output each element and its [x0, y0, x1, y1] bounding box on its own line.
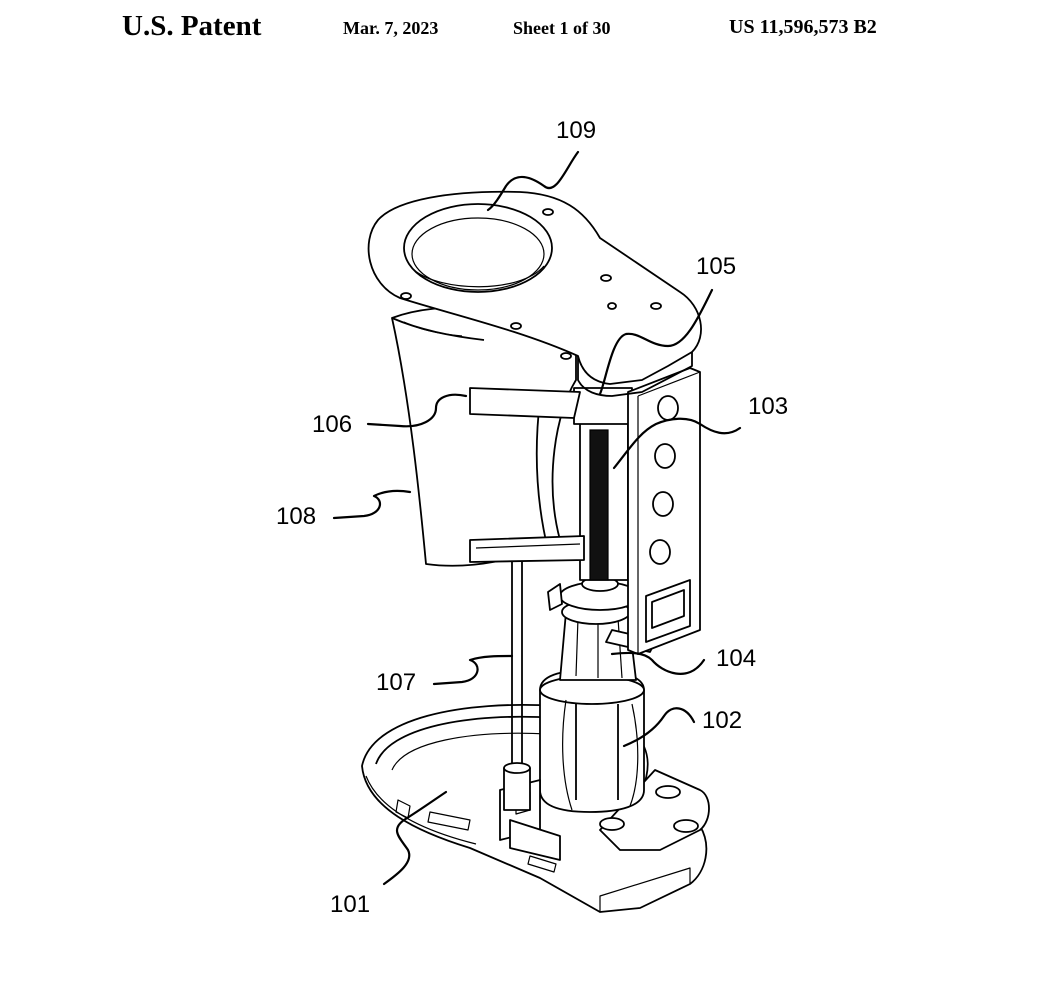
top-plate — [367, 190, 702, 397]
patent-number: US 11,596,573 B2 — [729, 16, 877, 38]
label-105: 105 — [696, 253, 736, 280]
label-103: 103 — [748, 393, 788, 420]
leader-106 — [366, 393, 468, 428]
leader-109 — [486, 150, 580, 212]
label-101: 101 — [330, 891, 370, 918]
label-102: 102 — [702, 707, 742, 734]
label-108: 108 — [276, 503, 316, 530]
leader-108 — [332, 489, 412, 520]
patent-header-title: U.S. Patent — [122, 10, 262, 42]
leader-105 — [598, 288, 714, 396]
leader-107 — [432, 654, 514, 686]
reference-labels: 109 105 103 106 108 104 102 107 101 — [276, 117, 788, 918]
lead-screw — [573, 387, 633, 581]
label-104: 104 — [716, 645, 756, 672]
patent-date: Mar. 7, 2023 — [343, 18, 439, 38]
leader-103 — [612, 417, 742, 470]
coupler-assembly — [547, 576, 657, 681]
label-106: 106 — [312, 411, 352, 438]
leader-101 — [382, 790, 448, 886]
leader-104 — [610, 651, 706, 675]
label-109: 109 — [556, 117, 596, 144]
label-107: 107 — [376, 669, 416, 696]
leader-102 — [622, 707, 696, 748]
control-panel — [627, 367, 701, 655]
patent-sheet: Sheet 1 of 30 — [513, 18, 611, 38]
